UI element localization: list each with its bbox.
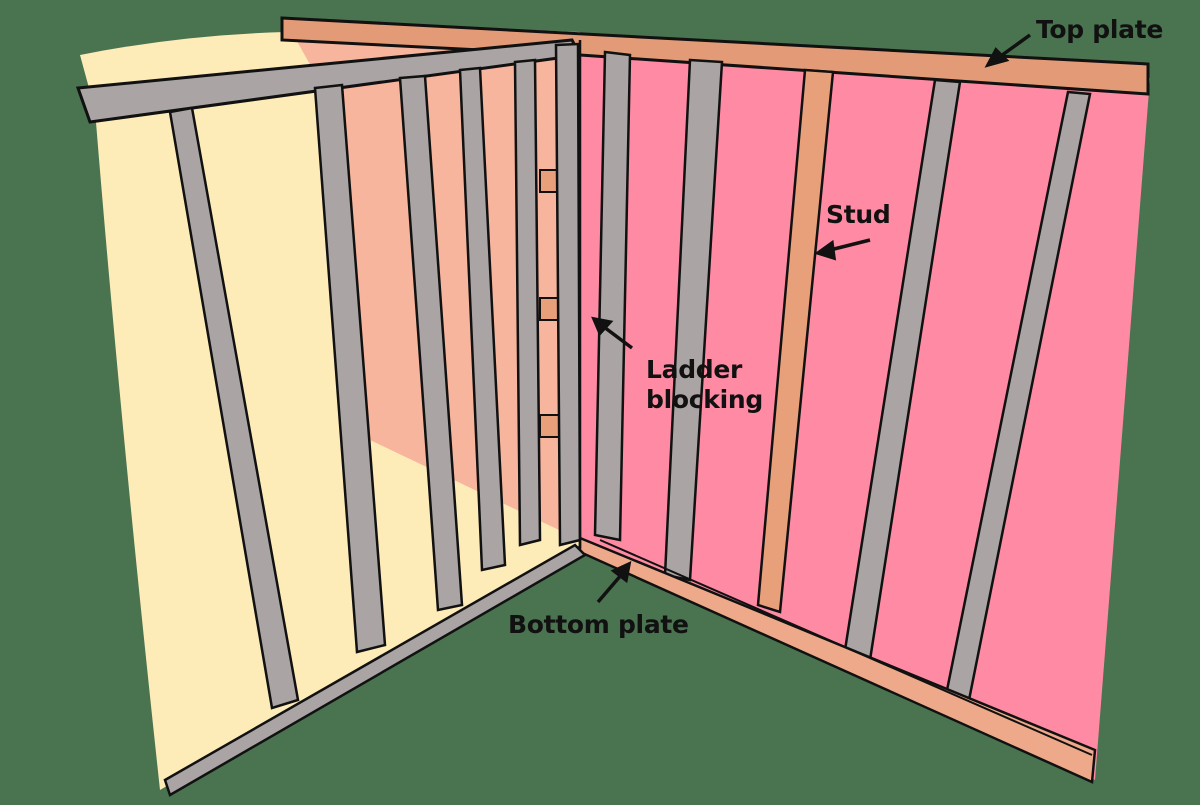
left-wall-studs — [168, 42, 582, 710]
label-top-plate: Top plate — [1036, 15, 1164, 44]
left-bottom-plate — [163, 543, 588, 797]
label-ladder-blocking-line2: blocking — [646, 385, 763, 414]
label-bottom-plate: Bottom plate — [508, 610, 689, 639]
label-stud: Stud — [826, 200, 891, 229]
label-ladder-blocking: Ladder blocking — [646, 355, 763, 415]
right-wall-studs — [593, 50, 1092, 707]
annotation-arrows — [591, 33, 1032, 604]
label-ladder-blocking-line1: Ladder — [646, 355, 743, 384]
